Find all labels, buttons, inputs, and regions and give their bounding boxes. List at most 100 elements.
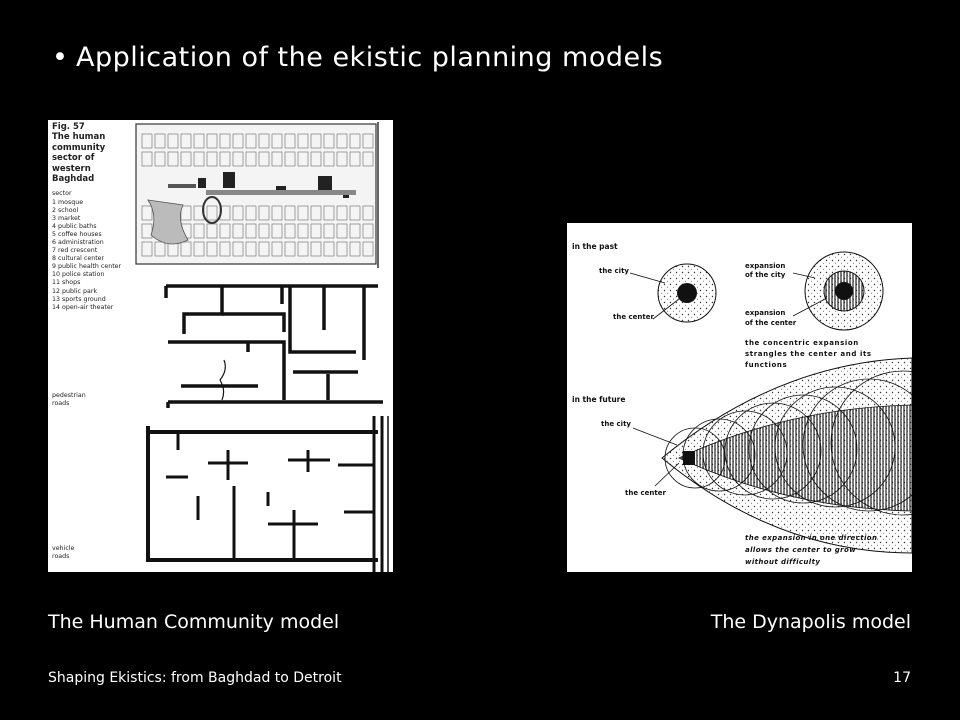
city-block bbox=[271, 241, 283, 257]
city-block bbox=[206, 241, 218, 257]
legend-item: 9 public health center bbox=[52, 263, 122, 271]
city-block bbox=[258, 133, 270, 149]
city-block bbox=[297, 223, 309, 239]
expansion-city-label-1: expansion bbox=[745, 262, 785, 270]
city-block bbox=[362, 133, 374, 149]
city-block bbox=[336, 151, 348, 167]
city-block bbox=[219, 223, 231, 239]
city-block bbox=[141, 241, 153, 257]
figure-title-line: sector of bbox=[52, 153, 95, 164]
concentric-note-1: the concentric expansion bbox=[745, 339, 859, 347]
city-block bbox=[232, 133, 244, 149]
legend-heading: sector bbox=[52, 190, 72, 198]
future-city-label: the city bbox=[601, 420, 631, 428]
city-block bbox=[154, 151, 166, 167]
future-center-label: the center bbox=[625, 489, 666, 497]
city-block bbox=[180, 241, 192, 257]
city-block bbox=[180, 133, 192, 149]
future-heading: in the future bbox=[572, 395, 625, 404]
legend-item: 10 police station bbox=[52, 271, 105, 279]
dynapolis-labels: in the past the city the center expansio… bbox=[572, 242, 877, 566]
city-block bbox=[193, 241, 205, 257]
city-block bbox=[206, 205, 218, 221]
expansion-ring bbox=[802, 378, 912, 512]
city-block bbox=[362, 151, 374, 167]
city-block bbox=[180, 151, 192, 167]
figure-title: Fig. 57 The human community sector of we… bbox=[52, 122, 121, 184]
city-block bbox=[349, 133, 361, 149]
dynapolis-expansion-diagram bbox=[661, 357, 912, 554]
city-block bbox=[232, 205, 244, 221]
city-block bbox=[258, 205, 270, 221]
expansion-ring bbox=[830, 370, 912, 516]
city-block bbox=[271, 205, 283, 221]
figure-title-line: Baghdad bbox=[52, 174, 95, 185]
city-block bbox=[219, 151, 231, 167]
city-block bbox=[219, 133, 231, 149]
title-bullet: • bbox=[52, 42, 69, 73]
city-block bbox=[362, 205, 374, 221]
city-block bbox=[297, 205, 309, 221]
city-block bbox=[349, 151, 361, 167]
city-block bbox=[310, 241, 322, 257]
city-block bbox=[245, 205, 257, 221]
city-block bbox=[219, 241, 231, 257]
city-block bbox=[336, 241, 348, 257]
city-block bbox=[193, 133, 205, 149]
city-block bbox=[336, 133, 348, 149]
city-block bbox=[336, 205, 348, 221]
city-block bbox=[310, 205, 322, 221]
city-block bbox=[284, 151, 296, 167]
future-note-3: without difficulty bbox=[745, 558, 820, 566]
city-block bbox=[258, 151, 270, 167]
legend-item: 8 cultural center bbox=[52, 255, 105, 263]
past-center-label: the center bbox=[613, 313, 654, 321]
past-city-label: the city bbox=[599, 267, 629, 275]
legend-item: 11 shops bbox=[52, 279, 81, 287]
city-block bbox=[323, 205, 335, 221]
city-block bbox=[284, 241, 296, 257]
expansion-ring bbox=[702, 410, 788, 496]
legend-item: 1 mosque bbox=[52, 198, 84, 206]
expansion-center-label-1: expansion bbox=[745, 309, 785, 317]
city-block bbox=[271, 133, 283, 149]
legend-item: 4 public baths bbox=[52, 222, 97, 230]
figure-title-line: community bbox=[52, 142, 106, 153]
city-block bbox=[284, 205, 296, 221]
pedestrian-roads-pattern bbox=[164, 284, 383, 408]
expansion-center-label-2: of the center bbox=[745, 319, 797, 327]
city-block bbox=[245, 151, 257, 167]
expanded-city-diagram bbox=[804, 251, 884, 331]
future-note-1: the expansion in one direction bbox=[745, 534, 877, 542]
city-block bbox=[167, 133, 179, 149]
city-block bbox=[297, 133, 309, 149]
city-block bbox=[310, 223, 322, 239]
legend-item: 5 coffee houses bbox=[52, 230, 102, 238]
city-block bbox=[206, 151, 218, 167]
expansion-ring bbox=[774, 386, 896, 508]
expansion-city-label-2: of the city bbox=[745, 271, 786, 279]
city-block bbox=[297, 241, 309, 257]
city-block bbox=[232, 151, 244, 167]
city-block bbox=[284, 223, 296, 239]
city-block bbox=[258, 223, 270, 239]
title-text: Application of the ekistic planning mode… bbox=[76, 42, 664, 73]
dynapolis-drawing bbox=[629, 251, 912, 554]
city-block bbox=[245, 241, 257, 257]
city-block bbox=[271, 223, 283, 239]
legend-item: 6 administration bbox=[52, 239, 104, 246]
city-block bbox=[167, 151, 179, 167]
city-block bbox=[258, 241, 270, 257]
vehicle-roads-pattern bbox=[146, 416, 389, 572]
concentric-note-2: strangles the center and its bbox=[745, 350, 872, 358]
legend-item: 12 public park bbox=[52, 287, 98, 295]
city-block bbox=[271, 151, 283, 167]
city-block bbox=[154, 241, 166, 257]
future-note-2: allows the center to grow bbox=[745, 546, 856, 554]
human-community-figure: Fig. 57 The human community sector of we… bbox=[48, 120, 393, 572]
expansion-ring bbox=[748, 394, 858, 504]
page-number: 17 bbox=[893, 670, 911, 686]
vehicle-roads-label: vehicle roads bbox=[52, 545, 75, 560]
city-block bbox=[323, 223, 335, 239]
city-block bbox=[245, 133, 257, 149]
